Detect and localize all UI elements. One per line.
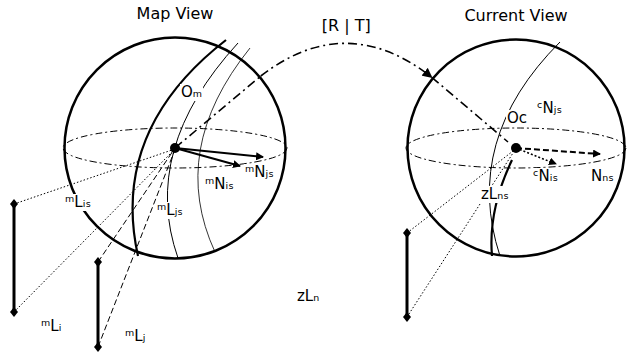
- line-segment: [97, 262, 100, 347]
- projection-ray: [407, 151, 513, 233]
- normal-arrow: [516, 148, 600, 154]
- sphere-circle: [408, 40, 625, 257]
- transform-connector: [261, 43, 432, 77]
- projection-ray: [98, 152, 174, 347]
- symbol-label: ᶜNⱼₛ: [536, 100, 563, 117]
- symbol-label: ᵐLⱼₛ: [156, 202, 184, 219]
- symbol-label: Oₘ: [180, 84, 203, 101]
- projection-ray: [14, 152, 172, 312]
- sphere-outline: [63, 36, 287, 260]
- symbol-label: ᶜNᵢₛ: [532, 168, 559, 185]
- projection-ray: [407, 153, 513, 317]
- transform-inner-path: [175, 76, 261, 148]
- symbol-label: Nₙₛ: [590, 168, 615, 185]
- symbol-label: ᵐNⱼₛ: [244, 164, 275, 181]
- equator: [406, 128, 626, 168]
- view-title: Current View: [366, 6, 632, 25]
- view-sphere: Map View: [63, 36, 287, 260]
- symbol-label: Oc: [506, 110, 528, 127]
- symbol-label: ᵐLⱼ: [124, 328, 146, 345]
- meridian: [491, 160, 512, 256]
- symbol-label: zLₙₛ: [480, 186, 510, 203]
- line-segment: [13, 204, 16, 312]
- sphere-outline: [406, 38, 626, 258]
- symbol-label: ᵐLᵢ: [40, 318, 62, 335]
- meridian: [133, 40, 226, 256]
- view-sphere: Current View: [406, 38, 626, 258]
- symbol-label: zLₙ: [296, 288, 320, 305]
- line-segment: [406, 233, 409, 317]
- projection-ray: [14, 150, 172, 204]
- meridian: [489, 42, 560, 256]
- normal-arrow: [175, 148, 263, 157]
- meridian: [198, 48, 250, 252]
- view-title: Map View: [23, 4, 327, 23]
- symbol-label: ᵐLᵢₛ: [64, 194, 92, 211]
- transform-inner-path: [432, 77, 508, 142]
- symbol-label: ᵐNᵢₛ: [204, 176, 235, 193]
- sphere-circle: [65, 38, 286, 259]
- optical-center: [511, 143, 521, 153]
- edge-label: [R | T]: [321, 17, 372, 34]
